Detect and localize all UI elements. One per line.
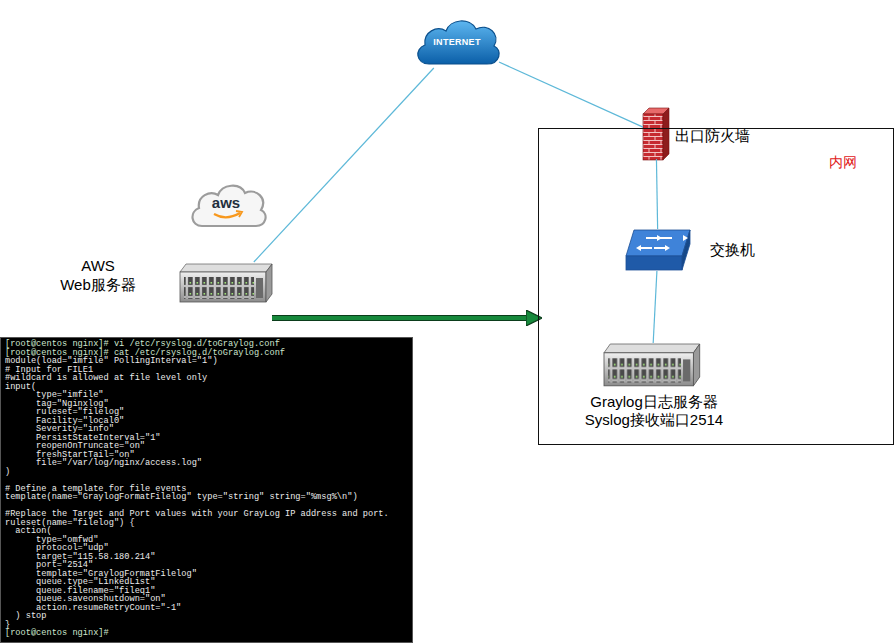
config-line: reopenOnTruncate="on": [5, 442, 412, 451]
config-line: template="GraylogFormatFilelog": [5, 570, 412, 579]
config-line: queue.type="LinkedList": [5, 578, 412, 587]
config-line: ruleset="filelog": [5, 408, 412, 417]
network-link: [499, 62, 643, 127]
config-line: file="/var/log/nginx/access.log": [5, 459, 412, 468]
config-line: tag="Nginxlog": [5, 400, 412, 409]
config-line: ): [5, 468, 412, 477]
config-line: port="2514": [5, 561, 412, 570]
web-server: AWS Web服务器: [180, 262, 272, 322]
graylog-server: Graylog日志服务器 Syslog接收端口2514: [603, 343, 701, 389]
config-line: action(: [5, 527, 412, 536]
config-line: freshStartTail="on": [5, 451, 412, 460]
shell-prompt: [root@centos nginx]#: [5, 629, 412, 638]
config-line: #wildcard is allowed at file level only: [5, 374, 412, 383]
config-line: }: [5, 621, 412, 630]
network-link: [656, 159, 657, 229]
aws-logo: aws: [190, 182, 262, 228]
config-line: action.resumeRetryCount="-1": [5, 604, 412, 613]
config-line: # Input for FILE1: [5, 366, 412, 375]
device-label: Graylog日志服务器 Syslog接收端口2514: [569, 393, 739, 429]
zone-label: 内网: [829, 154, 857, 172]
config-line: protocol="udp": [5, 544, 412, 553]
config-line: queue.filename="fileq1": [5, 587, 412, 596]
config-line: target="115.58.180.214": [5, 553, 412, 562]
config-line: type="imfile": [5, 391, 412, 400]
network-link: [254, 68, 434, 262]
config-line: ) stop: [5, 612, 412, 621]
log-forward-arrow: [272, 316, 538, 320]
internet-cloud: INTERNET: [415, 18, 499, 68]
network-switch: 交换机: [625, 229, 691, 271]
shell-prompt: [root@centos nginx]# vi /etc/rsyslog.d/t…: [5, 340, 412, 349]
config-line: # Define a template for file events: [5, 485, 412, 494]
config-line: ruleset(name="filelog") {: [5, 519, 412, 528]
network-link: [653, 271, 657, 343]
config-line: PersistStateInterval="1": [5, 434, 412, 443]
firewall-icon: 出口防火墙: [643, 107, 669, 159]
config-line: #Replace the Target and Port values with…: [5, 510, 412, 519]
config-line: input(: [5, 383, 412, 392]
config-line: type="omfwd": [5, 536, 412, 545]
intranet-zone: 内网 出口防火墙交换机 Graylog日志服务器 Syslog接收端口2514: [538, 128, 894, 445]
config-line: Severity="info": [5, 425, 412, 434]
icon-label: INTERNET: [415, 37, 499, 47]
config-line: module(load="imfile" PollingInterval="1"…: [5, 357, 412, 366]
icon-label: aws: [190, 194, 262, 211]
device-label: AWS Web服务器: [48, 256, 148, 294]
shell-prompt: [root@centos nginx]# cat /etc/rsyslog.d/…: [5, 349, 412, 358]
terminal-window: [root@centos nginx]# vi /etc/rsyslog.d/t…: [0, 337, 413, 643]
device-label: 交换机: [710, 241, 755, 260]
config-line: template(name="GraylogFormatFilelog" typ…: [5, 493, 412, 502]
config-line: Facility="local0": [5, 417, 412, 426]
device-label: 出口防火墙: [675, 127, 750, 146]
config-line: queue.saveonshutdown="on": [5, 595, 412, 604]
